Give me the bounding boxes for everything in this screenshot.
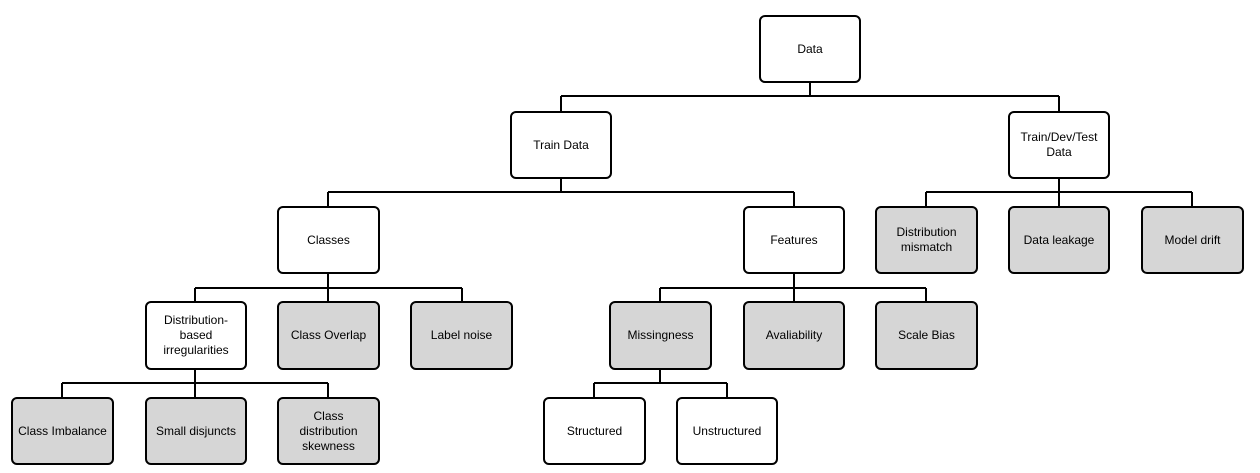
node-class-imbalance: Class Imbalance <box>11 397 114 465</box>
node-distribution-mismatch: Distribution mismatch <box>875 206 978 274</box>
node-small-disjuncts: Small disjuncts <box>145 397 247 465</box>
node-class-distribution-skewness: Class distribution skewness <box>277 397 380 465</box>
node-label-noise: Label noise <box>410 301 513 370</box>
node-structured: Structured <box>543 397 646 465</box>
node-unstructured: Unstructured <box>676 397 778 465</box>
node-missingness: Missingness <box>609 301 712 370</box>
node-scale-bias: Scale Bias <box>875 301 978 370</box>
node-train-data: Train Data <box>510 111 612 179</box>
node-data-leakage: Data leakage <box>1008 206 1110 274</box>
node-distribution-based-irregularities: Distribution- based irregularities <box>145 301 247 370</box>
node-class-overlap: Class Overlap <box>277 301 380 370</box>
node-availability: Avaliability <box>743 301 845 370</box>
node-model-drift: Model drift <box>1141 206 1244 274</box>
node-data: Data <box>759 15 861 83</box>
node-features: Features <box>743 206 845 274</box>
node-train-dev-test-data: Train/Dev/Test Data <box>1008 111 1110 179</box>
node-classes: Classes <box>277 206 380 274</box>
